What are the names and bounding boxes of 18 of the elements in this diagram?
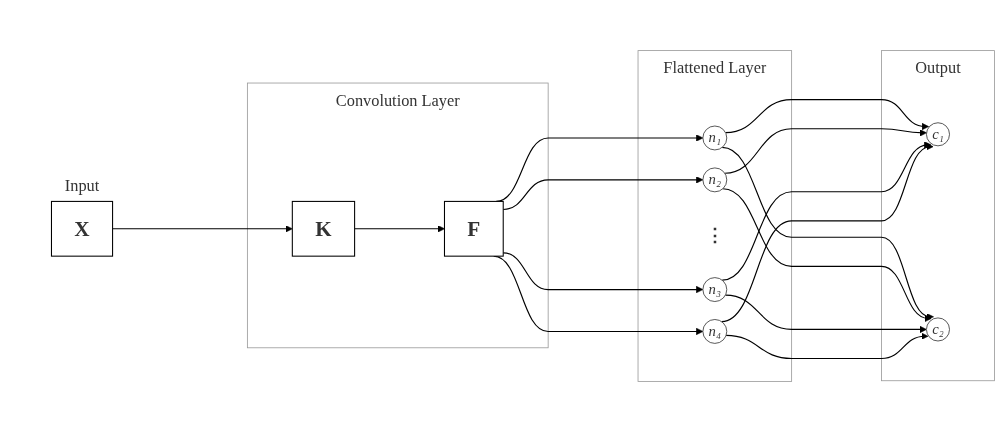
arrow <box>722 188 932 322</box>
node-circle: c₂ <box>926 317 950 342</box>
arrow <box>724 294 927 333</box>
node-circle: c₁ <box>926 122 950 147</box>
node-circle: n₃ <box>702 277 728 302</box>
node-circle: n₂ <box>702 167 728 193</box>
node-text: ⋮ <box>705 224 724 245</box>
arrow <box>354 225 445 233</box>
node-circle: n₄ <box>702 319 728 344</box>
node-box: K <box>291 200 356 257</box>
node-box: X <box>50 200 114 257</box>
node-label: Input <box>64 176 100 195</box>
arrow <box>725 332 929 360</box>
arrow <box>112 225 293 233</box>
arrow <box>724 99 929 134</box>
node-circle: n₁ <box>702 125 728 151</box>
arrow <box>724 128 927 174</box>
node-box: F <box>443 200 504 257</box>
